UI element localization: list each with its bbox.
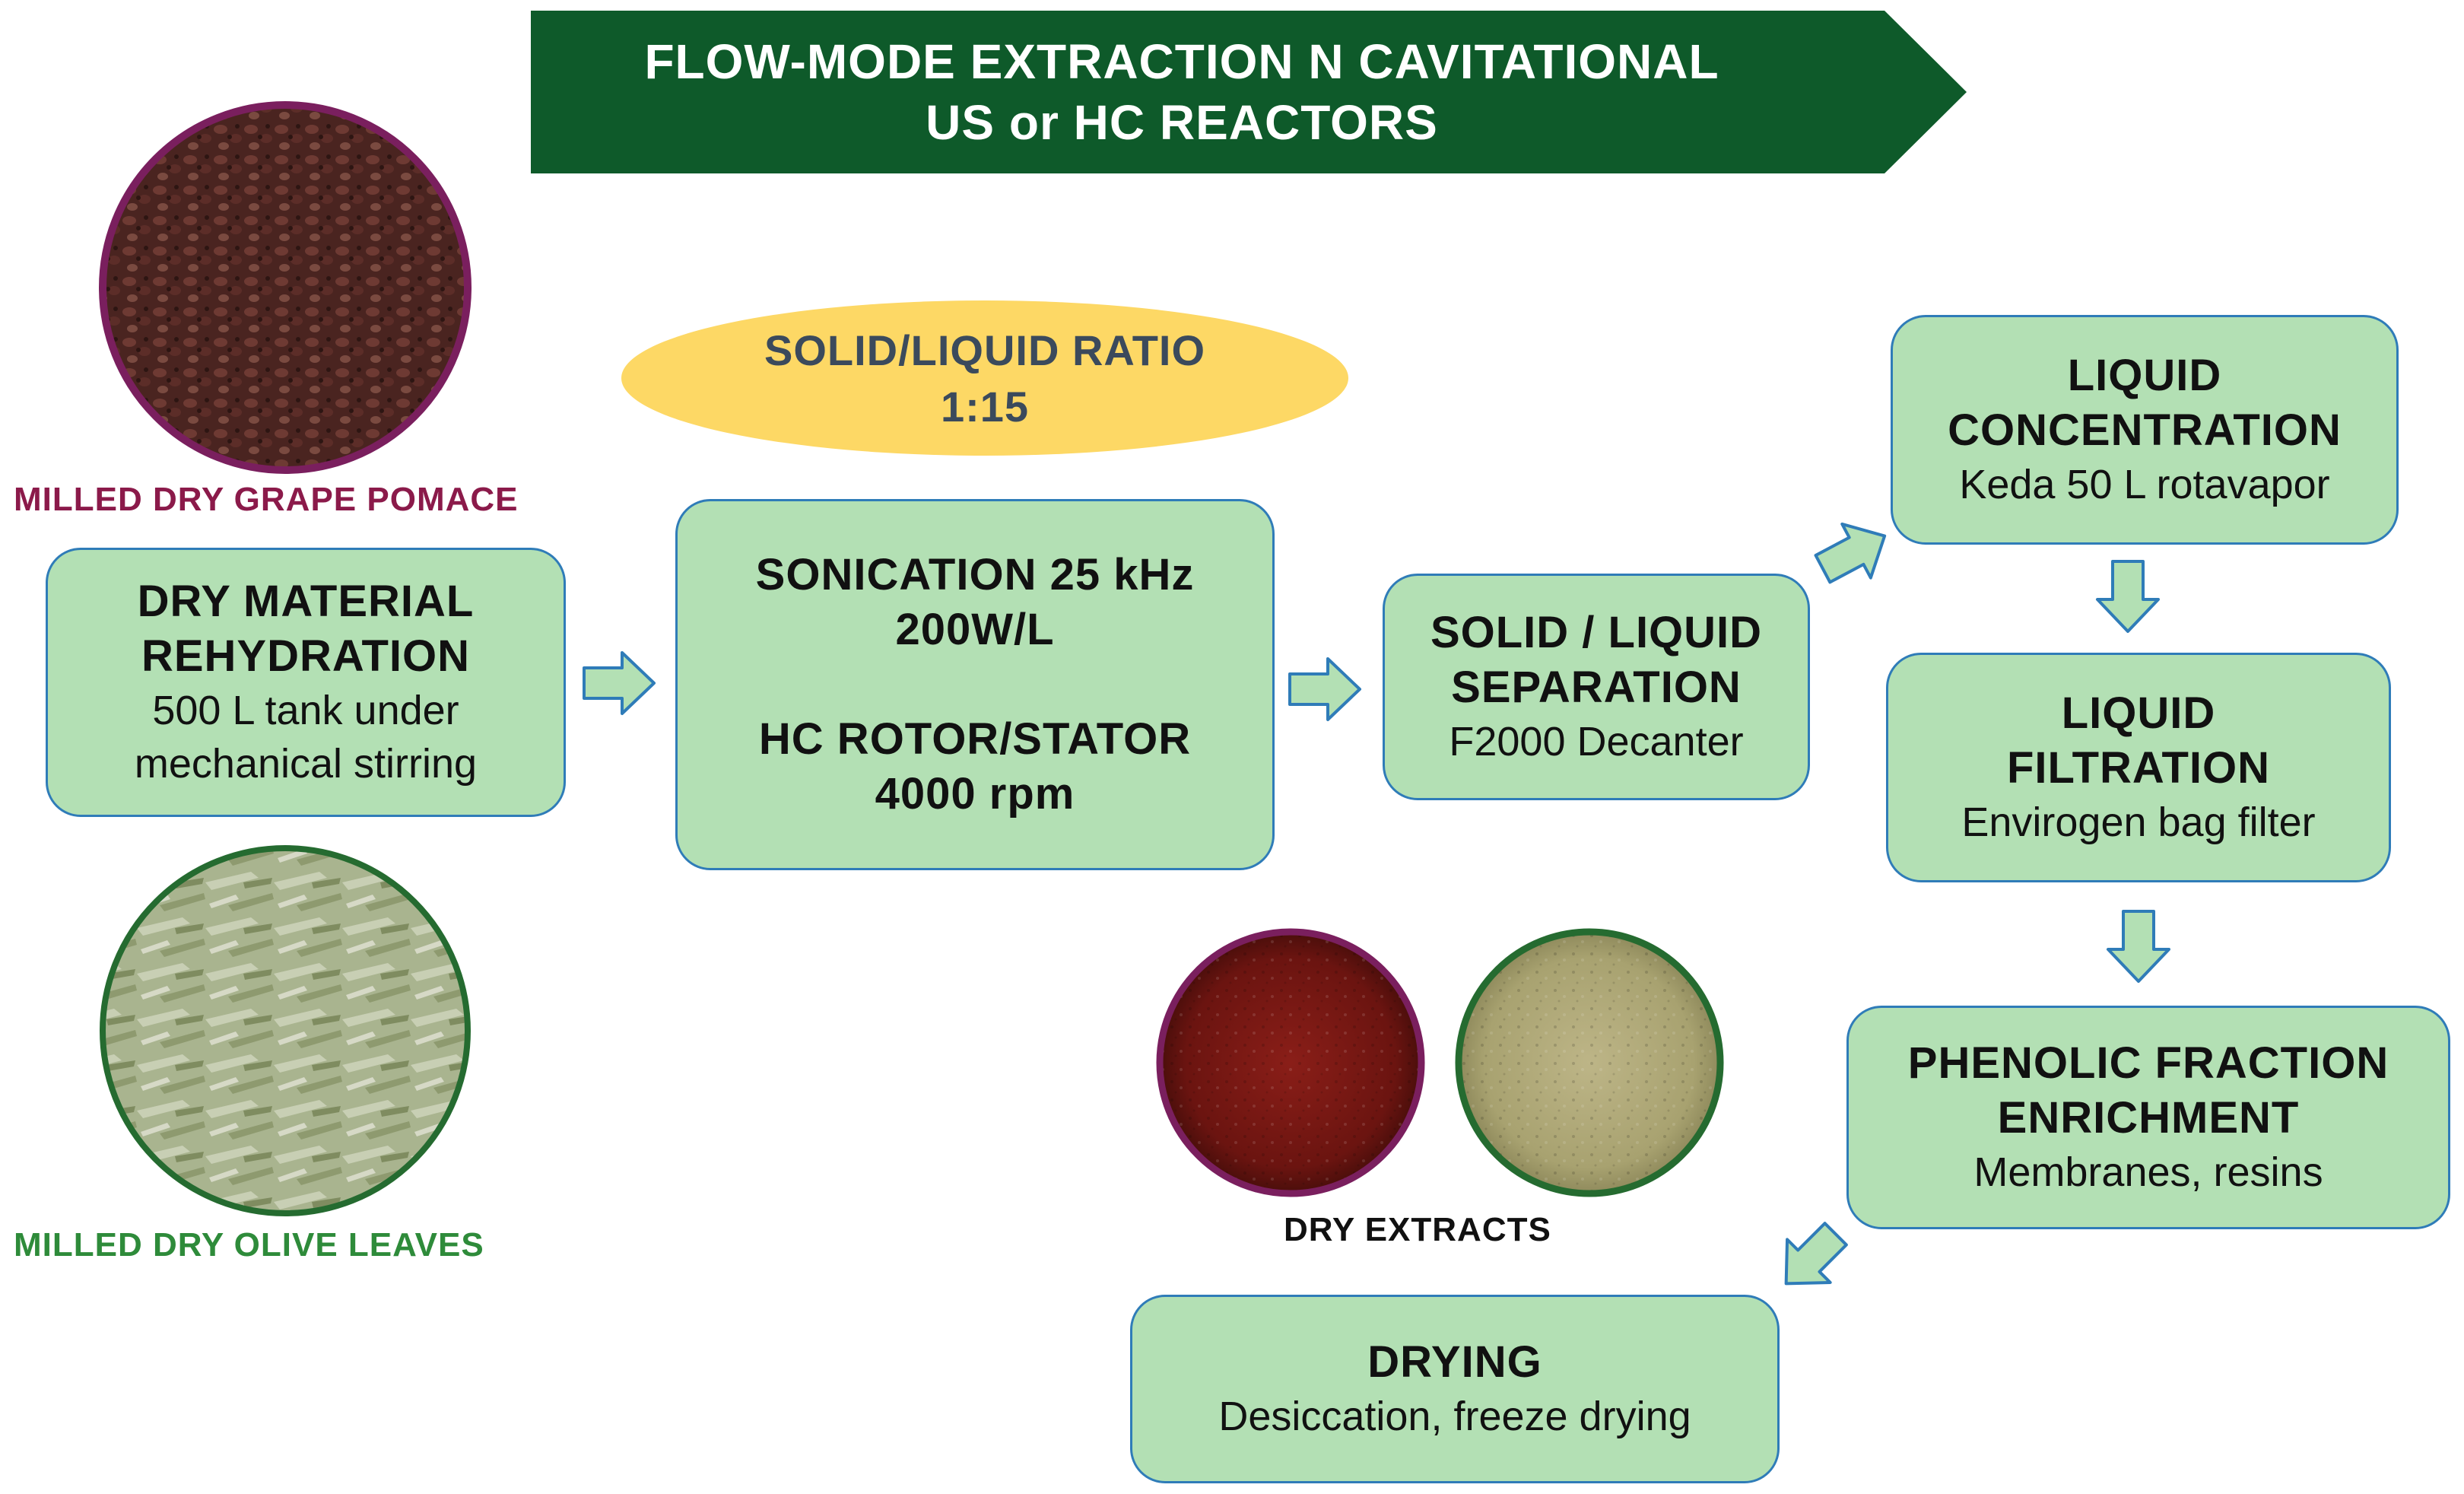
separation-title-2: SEPARATION <box>1451 663 1742 712</box>
separation-sub: F2000 Decanter <box>1449 719 1744 764</box>
rehydration-title-2: REHYDRATION <box>141 631 471 681</box>
step-rehydration: DRY MATERIAL REHYDRATION 500 L tank unde… <box>46 548 566 817</box>
rehydration-sub-2: mechanical stirring <box>134 741 478 787</box>
filtration-title-2: FILTRATION <box>2006 743 2271 793</box>
sonication-line-2: 200W/L <box>895 605 1055 654</box>
arrow-right-2 <box>1288 657 1361 721</box>
arrow-down-1 <box>2096 560 2160 633</box>
banner-line-2: US or HC REACTORS <box>926 95 1438 150</box>
title-banner: FLOW-MODE EXTRACTION N CAVITATIONAL US o… <box>531 11 1970 173</box>
concentration-sub: Keda 50 L rotavapor <box>1959 462 2330 507</box>
arrow-right-1 <box>583 651 656 715</box>
step-filtration: LIQUID FILTRATION Envirogen bag filter <box>1886 653 2391 882</box>
filtration-title-1: LIQUID <box>2061 688 2216 738</box>
banner-line-1: FLOW-MODE EXTRACTION N CAVITATIONAL <box>644 34 1719 89</box>
arrow-down-2 <box>2107 910 2170 983</box>
arrow-down-left <box>1784 1222 1848 1286</box>
olive-leaves-image <box>100 845 471 1216</box>
drying-sub: Desiccation, freeze drying <box>1218 1394 1691 1439</box>
ratio-line-1: SOLID/LIQUID RATIO <box>764 326 1206 374</box>
ratio-line-2: 1:15 <box>940 383 1030 431</box>
grape-caption: MILLED DRY GRAPE POMACE <box>14 481 519 518</box>
step-drying: DRYING Desiccation, freeze drying <box>1130 1295 1780 1483</box>
filtration-sub: Envirogen bag filter <box>1961 799 2316 845</box>
separation-title-1: SOLID / LIQUID <box>1430 608 1763 657</box>
step-enrichment: PHENOLIC FRACTION ENRICHMENT Membranes, … <box>1846 1006 2450 1229</box>
drying-title: DRYING <box>1367 1337 1542 1387</box>
olive-caption: MILLED DRY OLIVE LEAVES <box>14 1226 484 1264</box>
sonication-line-4: 4000 rpm <box>875 769 1075 819</box>
enrichment-sub: Membranes, resins <box>1973 1149 2323 1195</box>
sonication-line-3: HC ROTOR/STATOR <box>758 714 1192 764</box>
concentration-title-2: CONCENTRATION <box>1948 405 2342 455</box>
grape-pomace-image <box>99 101 472 474</box>
ratio-label: SOLID/LIQUID RATIO 1:15 <box>624 303 1346 455</box>
arrow-up-right <box>1814 522 1887 584</box>
enrichment-title-2: ENRICHMENT <box>1997 1093 2300 1143</box>
sonication-line-1: SONICATION 25 kHz <box>755 550 1195 599</box>
concentration-title-1: LIQUID <box>2067 351 2222 400</box>
rehydration-sub-1: 500 L tank under <box>152 688 459 733</box>
green-extract-image <box>1455 928 1724 1197</box>
step-sonication: SONICATION 25 kHz 200W/L HC ROTOR/STATOR… <box>675 499 1275 870</box>
enrichment-title-1: PHENOLIC FRACTION <box>1907 1038 2389 1088</box>
red-extract-image <box>1156 928 1425 1197</box>
step-concentration: LIQUID CONCENTRATION Keda 50 L rotavapor <box>1891 315 2399 545</box>
rehydration-title-1: DRY MATERIAL <box>137 577 475 626</box>
extracts-caption: DRY EXTRACTS <box>1284 1211 1551 1248</box>
step-separation: SOLID / LIQUID SEPARATION F2000 Decanter <box>1383 574 1810 800</box>
